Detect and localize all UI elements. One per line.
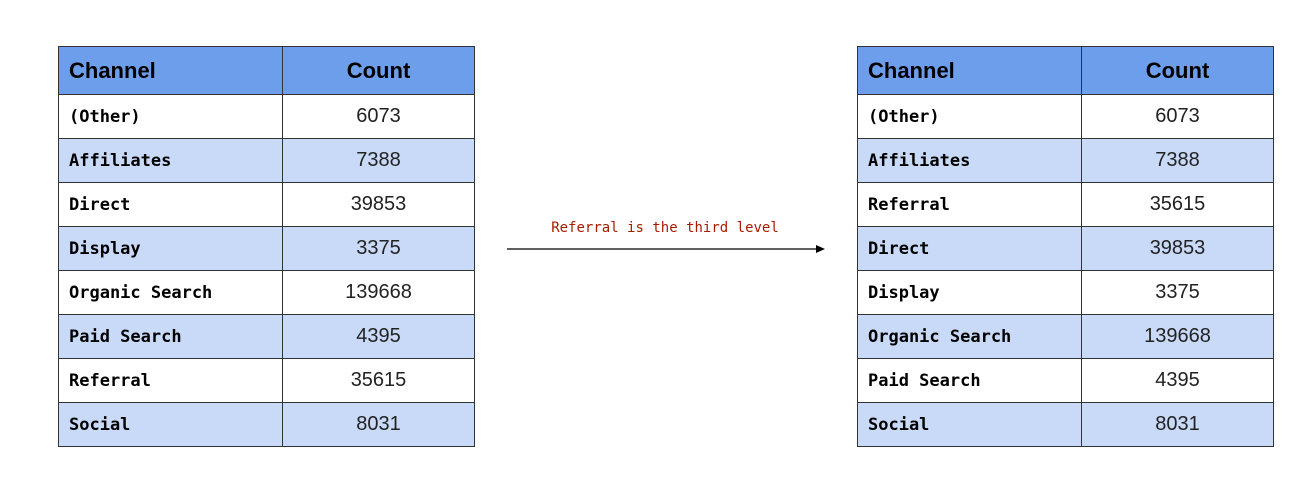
left-header-channel: Channel xyxy=(58,46,283,95)
channel-cell: Social xyxy=(857,402,1082,447)
channel-cell: Paid Search xyxy=(58,314,283,359)
count-cell: 6073 xyxy=(1081,94,1274,139)
channel-cell: Organic Search xyxy=(857,314,1082,359)
count-cell: 3375 xyxy=(1081,270,1274,315)
count-cell: 7388 xyxy=(1081,138,1274,183)
channel-cell: (Other) xyxy=(857,94,1082,139)
count-cell: 39853 xyxy=(282,182,475,227)
table-row: Direct 39853 xyxy=(857,226,1274,271)
arrow-label: Referral is the third level xyxy=(551,220,779,236)
left-table: Channel Count (Other) 6073 Affiliates 73… xyxy=(58,46,475,447)
table-row: (Other) 6073 xyxy=(58,94,475,139)
left-header-count: Count xyxy=(282,46,475,95)
channel-cell: Affiliates xyxy=(58,138,283,183)
right-table-header-row: Channel Count xyxy=(857,46,1274,95)
channel-cell: Display xyxy=(857,270,1082,315)
count-cell: 3375 xyxy=(282,226,475,271)
table-row: (Other) 6073 xyxy=(857,94,1274,139)
count-cell: 8031 xyxy=(282,402,475,447)
table-row: Direct 39853 xyxy=(58,182,475,227)
channel-cell: Paid Search xyxy=(857,358,1082,403)
count-cell: 139668 xyxy=(282,270,475,315)
count-cell: 35615 xyxy=(1081,182,1274,227)
table-row: Social 8031 xyxy=(857,402,1274,447)
table-row: Referral 35615 xyxy=(58,358,475,403)
table-row: Display 3375 xyxy=(58,226,475,271)
count-cell: 139668 xyxy=(1081,314,1274,359)
channel-cell: Organic Search xyxy=(58,270,283,315)
count-cell: 8031 xyxy=(1081,402,1274,447)
count-cell: 39853 xyxy=(1081,226,1274,271)
right-table: Channel Count (Other) 6073 Affiliates 73… xyxy=(857,46,1274,447)
table-row: Affiliates 7388 xyxy=(857,138,1274,183)
channel-cell: Direct xyxy=(857,226,1082,271)
right-arrow-icon xyxy=(507,245,825,253)
count-cell: 7388 xyxy=(282,138,475,183)
count-cell: 4395 xyxy=(1081,358,1274,403)
table-row: Organic Search 139668 xyxy=(857,314,1274,359)
table-row: Referral 35615 xyxy=(857,182,1274,227)
table-row: Affiliates 7388 xyxy=(58,138,475,183)
table-row: Paid Search 4395 xyxy=(857,358,1274,403)
count-cell: 4395 xyxy=(282,314,475,359)
count-cell: 35615 xyxy=(282,358,475,403)
channel-cell: Direct xyxy=(58,182,283,227)
table-row: Paid Search 4395 xyxy=(58,314,475,359)
right-header-count: Count xyxy=(1081,46,1274,95)
table-row: Organic Search 139668 xyxy=(58,270,475,315)
channel-cell: Referral xyxy=(58,358,283,403)
count-cell: 6073 xyxy=(282,94,475,139)
channel-cell: Social xyxy=(58,402,283,447)
channel-cell: (Other) xyxy=(58,94,283,139)
right-header-channel: Channel xyxy=(857,46,1082,95)
channel-cell: Affiliates xyxy=(857,138,1082,183)
channel-cell: Display xyxy=(58,226,283,271)
table-row: Social 8031 xyxy=(58,402,475,447)
channel-cell: Referral xyxy=(857,182,1082,227)
left-table-header-row: Channel Count xyxy=(58,46,475,95)
table-row: Display 3375 xyxy=(857,270,1274,315)
